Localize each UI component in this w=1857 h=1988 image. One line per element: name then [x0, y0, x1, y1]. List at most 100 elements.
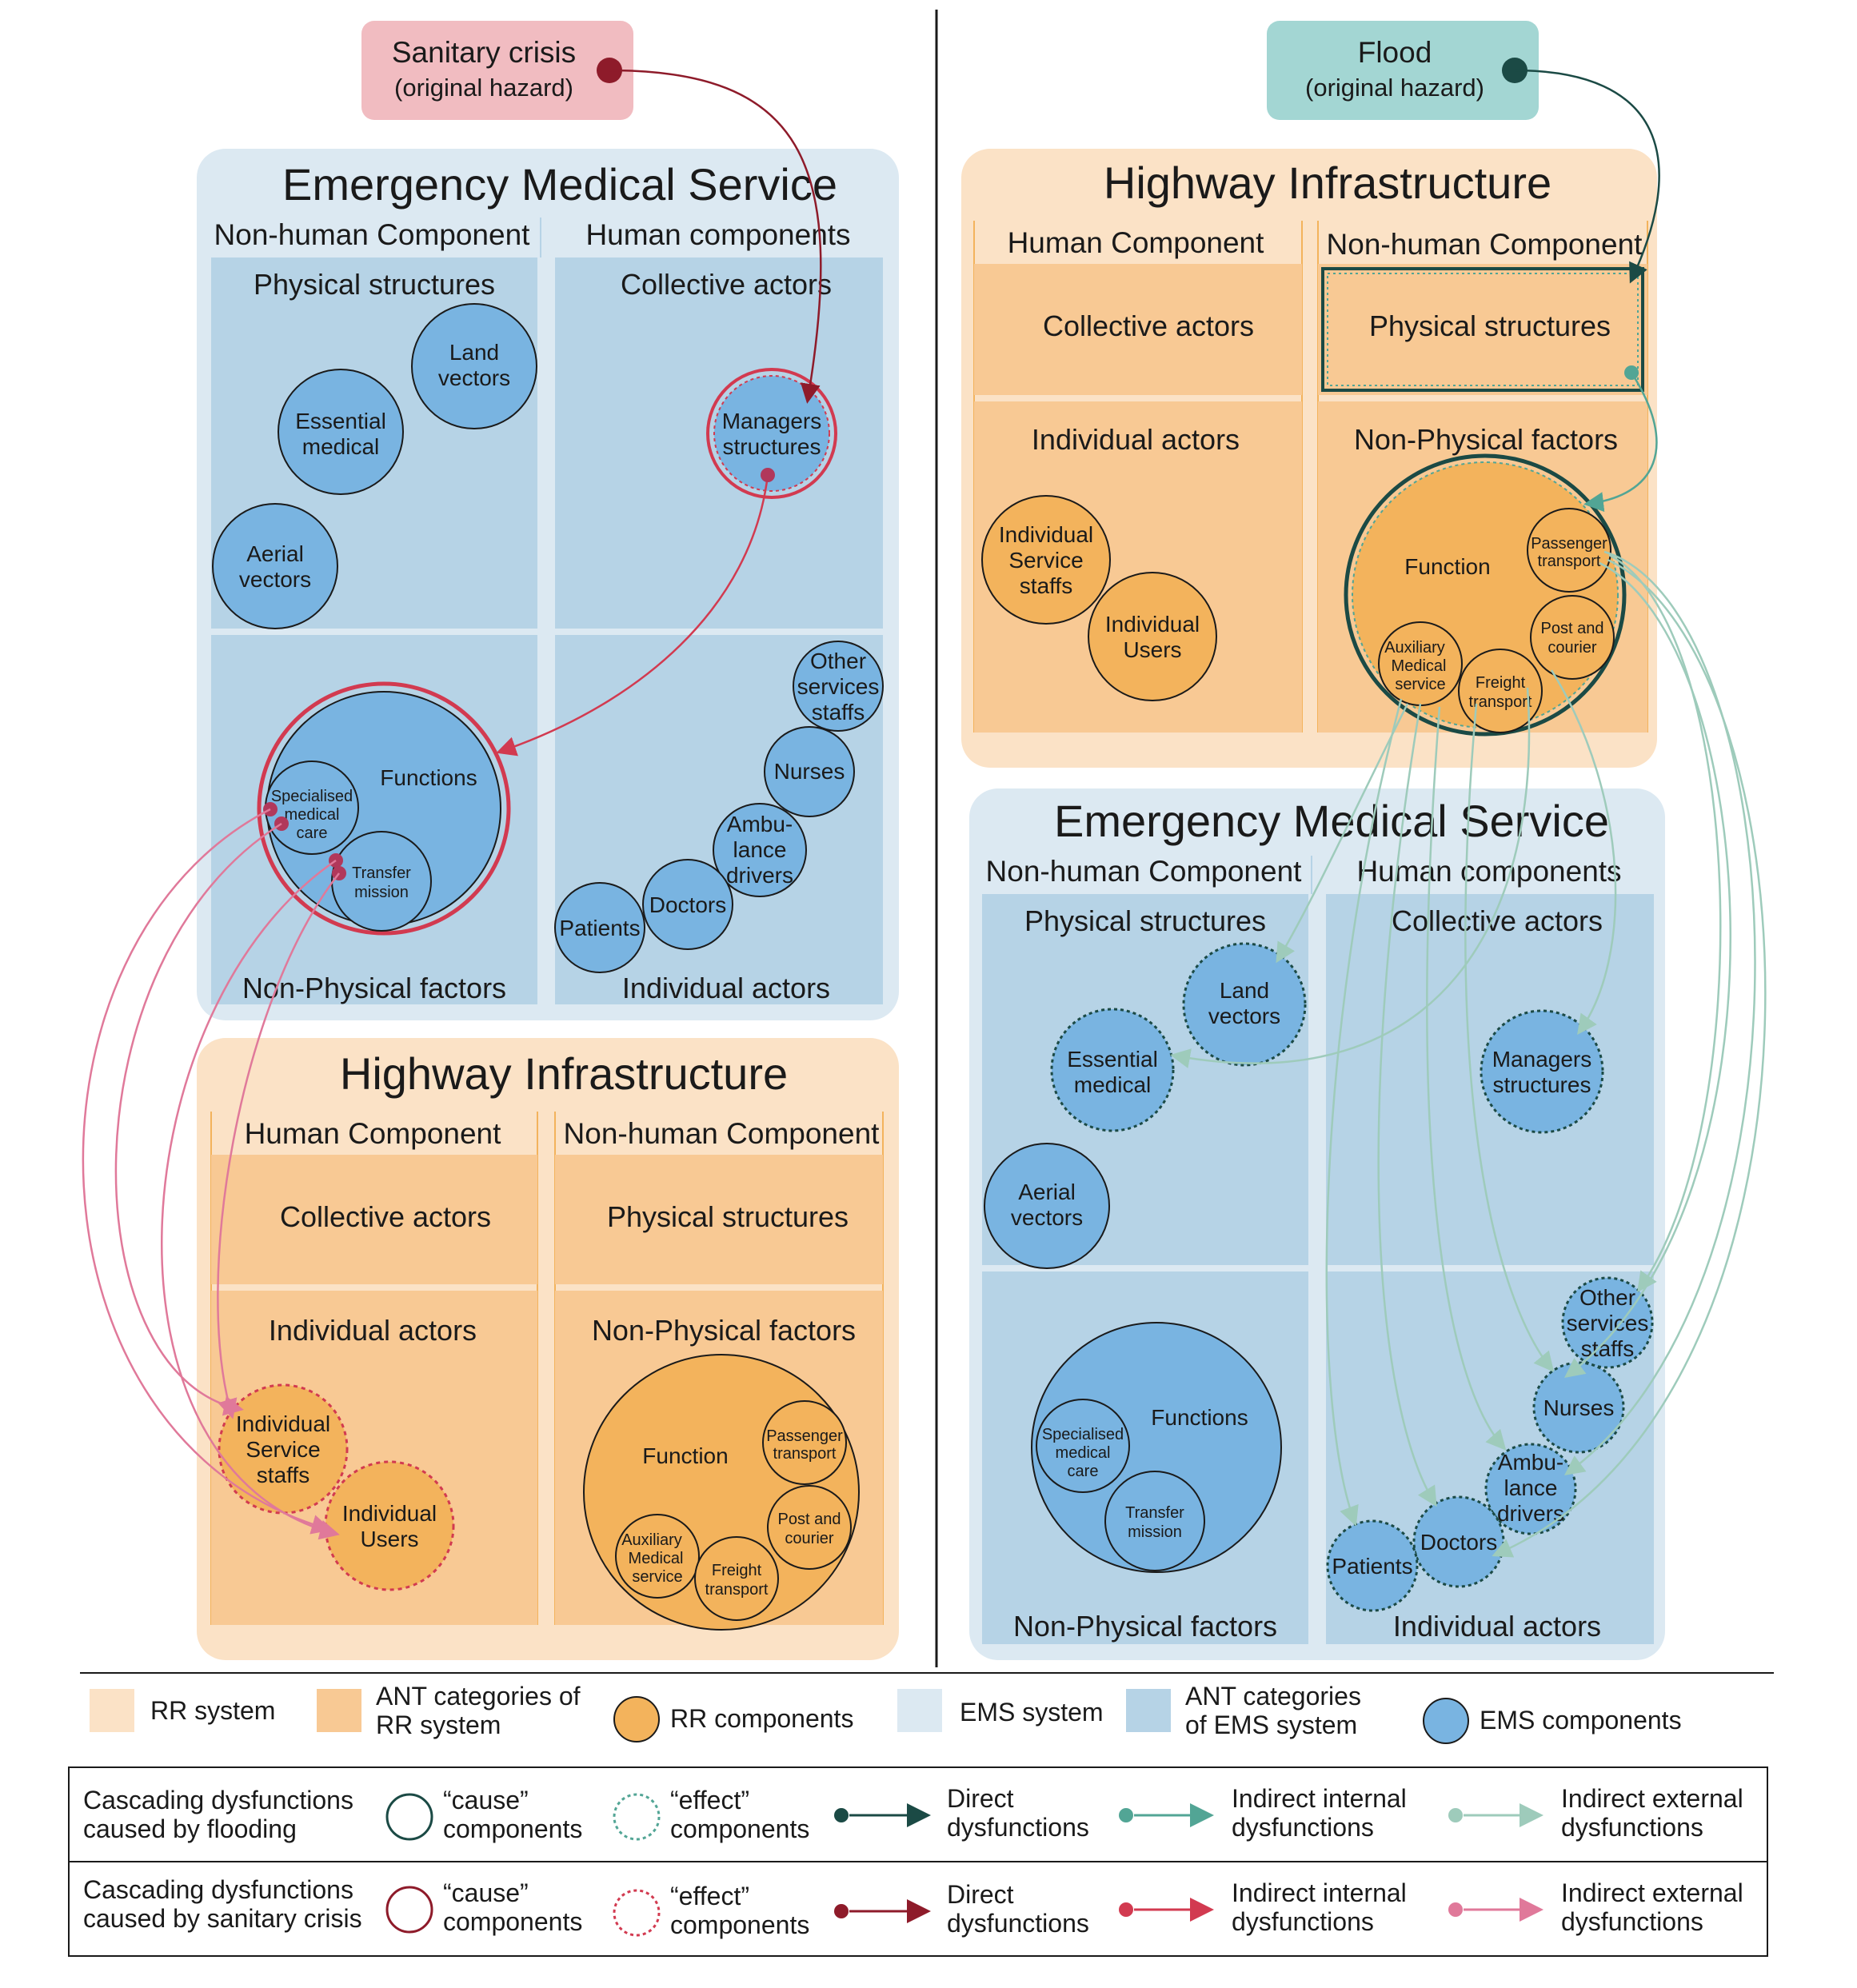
svg-text:Transfer: Transfer [1125, 1504, 1184, 1522]
svg-text:Essential: Essential [1067, 1047, 1158, 1072]
left-hi-system: Highway Infrastructure Human Component N… [197, 1038, 899, 1660]
right-hi-nonphysical-label: Non-Physical factors [1354, 423, 1618, 456]
flood-external-to-land [1276, 703, 1409, 964]
legend-sanitary-effect-line2: components [670, 1910, 809, 1939]
left-hi-physical-label: Physical structures [607, 1200, 849, 1233]
flood-external-to-patients [1325, 698, 1403, 1527]
legend-sanitary-direct-line2: dysfunctions [947, 1909, 1089, 1938]
right-ems-physical-label: Physical structures [1024, 904, 1266, 937]
svg-text:vectors: vectors [1011, 1205, 1083, 1230]
right-ems-land-vectors: Land vectors [1182, 942, 1307, 1067]
flood-internal-arrow [1583, 372, 1658, 513]
right-ems-transfer-mission: Transfer mission [1104, 1471, 1205, 1571]
svg-text:Ambu-: Ambu- [727, 812, 793, 836]
svg-text:service: service [632, 1568, 682, 1586]
legend-flood-effect-line2: components [670, 1814, 809, 1843]
right-hi-system: Highway Infrastructure Human Component N… [961, 149, 1657, 768]
legend-sanitary-row-line1: Cascading dysfunctions [83, 1875, 353, 1904]
left-ems-patients: Patients [554, 882, 645, 973]
right-ems-doctors: Doctors [1412, 1495, 1505, 1588]
legend-sanitary-external-line2: dysfunctions [1561, 1907, 1703, 1936]
svg-text:Post and: Post and [1541, 620, 1604, 637]
flood-hazard-subtitle: (original hazard) [1305, 74, 1484, 102]
left-hi-collective-cell [211, 1155, 537, 1284]
right-ems-managers-structures: Managers structures [1480, 1009, 1604, 1134]
right-hi-users: Individual Users [1088, 572, 1217, 701]
svg-text:drivers: drivers [726, 863, 793, 888]
left-ems-other-services: Other services staffs [793, 641, 884, 732]
right-hi-title: Highway Infrastructure [1104, 158, 1551, 208]
right-ems-nurses: Nurses [1532, 1361, 1625, 1454]
legend-flood-cause-line2: components [443, 1814, 582, 1843]
legend-rr-system-swatch [90, 1689, 134, 1732]
right-ems-col-left: Non-human Component [986, 855, 1303, 888]
left-hi-nonphysical-label: Non-Physical factors [592, 1314, 856, 1347]
svg-text:services: services [797, 674, 880, 699]
legend-sanitary-cause-line2: components [443, 1907, 582, 1936]
legend-sanitary-internal-line1: Indirect internal [1232, 1878, 1407, 1907]
sanitary-external-arrow-4 [217, 872, 340, 1419]
legend-flood-internal-line2: dysfunctions [1232, 1813, 1374, 1842]
right-hi-collective-label: Collective actors [1043, 309, 1254, 342]
sanitary-external-arrow-2 [114, 822, 282, 1416]
right-ems-functions: Functions [1031, 1322, 1282, 1573]
right-hi-physical-label: Physical structures [1369, 309, 1611, 342]
svg-text:medical: medical [1074, 1072, 1151, 1097]
flood-hazard: Flood (original hazard) [1267, 21, 1539, 120]
svg-text:Users: Users [360, 1527, 418, 1551]
svg-text:Auxiliary: Auxiliary [621, 1531, 682, 1549]
svg-text:transport: transport [1538, 553, 1601, 570]
sanitary-hazard-subtitle: (original hazard) [394, 74, 573, 102]
svg-text:medical: medical [1056, 1444, 1111, 1462]
legend-ant-ems-line2: of EMS system [1185, 1711, 1357, 1739]
left-ems-functions-label: Functions [380, 765, 477, 790]
svg-text:Individual: Individual [1105, 612, 1200, 637]
svg-text:structures: structures [723, 434, 821, 459]
svg-text:Service: Service [1008, 548, 1083, 573]
legend-sanitary-internal-line2: dysfunctions [1232, 1907, 1374, 1936]
svg-text:courier: courier [1548, 639, 1596, 657]
legend-ant-ems-line1: ANT categories [1185, 1682, 1361, 1711]
right-ems-col-right: Human components [1356, 855, 1621, 888]
left-ems-col-right: Human components [585, 218, 850, 251]
svg-text:vectors: vectors [438, 365, 510, 390]
right-hi-individual-label: Individual actors [1032, 423, 1240, 456]
svg-text:Nurses: Nurses [1544, 1395, 1615, 1420]
left-ems-essential-medical: Essential medical [278, 369, 404, 495]
legend-sanitary-direct-line1: Direct [947, 1880, 1014, 1909]
svg-text:vectors: vectors [1208, 1004, 1280, 1028]
right-ems-title: Emergency Medical Service [1054, 796, 1609, 846]
svg-text:mission: mission [354, 884, 409, 901]
right-ems-other-services: Other services staffs [1561, 1276, 1654, 1369]
svg-text:services: services [1567, 1311, 1649, 1335]
left-hi-post-courier: Post and courier [767, 1485, 852, 1570]
legend-flood-row-line2: caused by flooding [83, 1814, 297, 1843]
right-hi-service-staffs: Individual Service staffs [981, 495, 1111, 625]
sanitary-external-arrow-1 [82, 808, 332, 1535]
flood-arrows [1170, 69, 1767, 1558]
legend-sanitary-cause-swatch [385, 1886, 433, 1934]
legend-flood-effect-line1: “effect” [670, 1786, 749, 1814]
right-hi-freight-transport: Freight transport [1458, 649, 1543, 733]
svg-text:Managers: Managers [1492, 1047, 1592, 1072]
sanitary-arrows [82, 69, 822, 1540]
svg-text:care: care [297, 824, 328, 842]
svg-text:Individual: Individual [236, 1411, 330, 1436]
legend-flood-external-dot [1448, 1808, 1463, 1822]
left-ems-ambulance-drivers: Ambu- lance drivers [713, 803, 807, 897]
flood-external-to-ambulance [1426, 706, 1507, 1451]
legend-flood-direct-line1: Direct [947, 1784, 1014, 1813]
legend-flood-external-line2: dysfunctions [1561, 1813, 1703, 1842]
svg-text:transport: transport [773, 1445, 837, 1463]
svg-text:Passenger: Passenger [1531, 535, 1607, 553]
right-hi-physical-cause-frame [1321, 267, 1644, 392]
right-hi-col-right: Non-human Component [1327, 228, 1643, 261]
left-hi-col-left: Human Component [245, 1117, 502, 1150]
left-ems-system: Emergency Medical Service Non-human Comp… [197, 149, 899, 1020]
left-ems-individual-label: Individual actors [622, 972, 830, 1004]
flood-hazard-title: Flood [1358, 36, 1432, 69]
svg-text:lance: lance [1504, 1475, 1558, 1500]
flood-external-to-managers [1550, 669, 1617, 1036]
left-ems-col-left: Non-human Component [214, 218, 531, 251]
